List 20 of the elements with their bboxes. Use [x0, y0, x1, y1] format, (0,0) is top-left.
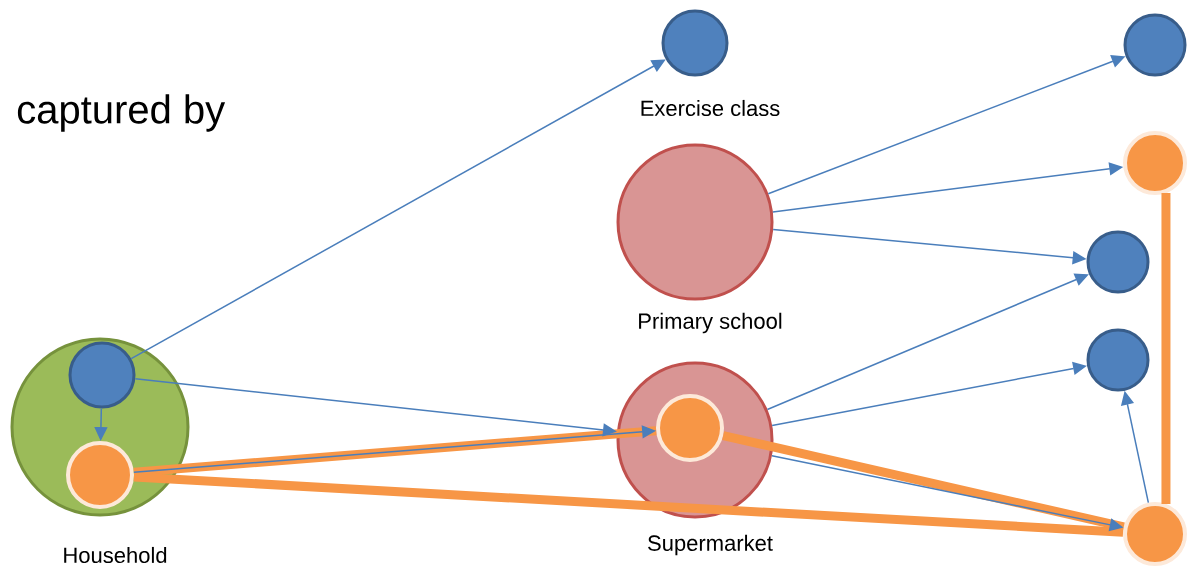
place-label: Exercise class: [641, 99, 780, 117]
arrow: [771, 361, 1087, 427]
heading: captured by: [17, 94, 226, 132]
connector-line: [133, 472, 1124, 537]
place-label: Household: [64, 546, 167, 564]
location-circle: [68, 341, 136, 409]
location-circle: [1123, 502, 1187, 566]
connector-line: [722, 431, 1125, 532]
place-label: Primary school: [639, 312, 782, 334]
location-circle: [616, 143, 774, 301]
location-circle: [1086, 230, 1150, 294]
place-label: Supermarket: [648, 534, 773, 556]
location-circle: [656, 394, 724, 462]
connector-line: [1161, 193, 1171, 504]
arrow: [766, 273, 1089, 411]
location-circle: [661, 9, 729, 77]
location-circle: [66, 441, 134, 509]
location-circle: [1086, 328, 1150, 392]
location-circle: [1123, 13, 1187, 77]
location-circle: [1123, 131, 1187, 195]
